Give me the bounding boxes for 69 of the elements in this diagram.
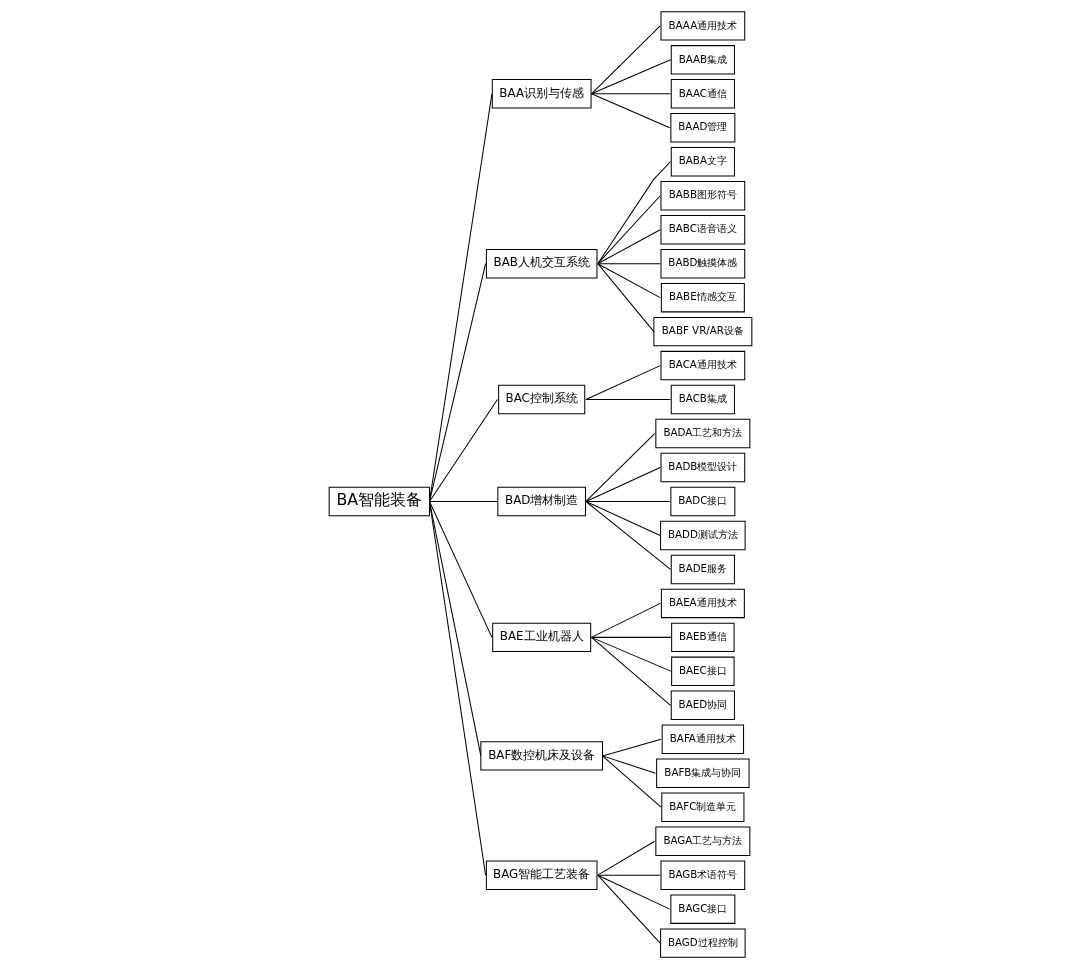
node-box: BAEB通信 xyxy=(670,622,735,653)
node-box: BABD触摸体感 xyxy=(659,248,745,279)
node-box: BAG智能工艺装备 xyxy=(485,860,597,890)
node-box: BAAC通信 xyxy=(670,79,735,109)
node-box: BAA识别与传感 xyxy=(491,79,592,109)
node-box: BABE情感交互 xyxy=(660,282,745,313)
connector xyxy=(601,755,661,808)
connector xyxy=(428,263,486,502)
connector xyxy=(596,161,671,265)
connector xyxy=(428,399,498,502)
node-box: BAFB集成与协同 xyxy=(655,758,750,788)
node-box: BAEA通用技术 xyxy=(660,588,745,619)
connector xyxy=(590,25,661,95)
node-box: BACA通用技术 xyxy=(659,350,745,381)
connector xyxy=(601,738,661,757)
node-box: BACB集成 xyxy=(670,384,735,415)
node-box: BAGB术语符号 xyxy=(659,860,745,890)
connector xyxy=(584,500,661,536)
node-box: BAF数控机床及设备 xyxy=(479,741,603,771)
node-box: BAFC制造单元 xyxy=(660,792,744,822)
node-box: BAED协同 xyxy=(670,690,735,721)
connector xyxy=(428,500,498,502)
connector xyxy=(584,365,661,401)
node-box: BAB人机交互系统 xyxy=(485,248,597,279)
node-box: BABF VR/AR设备 xyxy=(652,316,752,347)
node-box: BABB图形符号 xyxy=(659,181,745,211)
node-box: BA智能装备 xyxy=(328,486,430,517)
connector xyxy=(590,602,661,638)
connector xyxy=(590,59,671,95)
connector xyxy=(596,263,661,299)
node-box: BAAB集成 xyxy=(670,45,735,75)
node-box: BABA文字 xyxy=(670,147,735,177)
connector xyxy=(428,93,492,502)
connector xyxy=(596,263,654,333)
connector xyxy=(584,467,661,502)
connector xyxy=(590,636,671,706)
connector xyxy=(584,500,671,570)
node-box: BAD增材制造 xyxy=(496,486,586,517)
node-box: BAGD过程控制 xyxy=(659,928,746,958)
connector xyxy=(428,500,492,638)
connector xyxy=(590,636,672,638)
connector xyxy=(601,755,656,774)
node-box: BAAA通用技术 xyxy=(659,11,745,41)
node-box: BADA工艺和方法 xyxy=(654,418,750,449)
connector xyxy=(428,500,486,876)
connector xyxy=(596,195,661,265)
node-box: BADC接口 xyxy=(669,486,735,517)
node-box: BABC语音语义 xyxy=(659,214,745,245)
node-box: BAAD管理 xyxy=(669,113,735,143)
connector xyxy=(596,229,661,265)
connector xyxy=(596,874,670,910)
node-box: BADE服务 xyxy=(670,554,735,585)
connector xyxy=(596,840,655,876)
node-box: BAGC接口 xyxy=(669,894,735,924)
connector xyxy=(596,263,661,265)
connector xyxy=(590,93,670,129)
node-box: BAGA工艺与方法 xyxy=(654,826,750,856)
node-box: BAC控制系统 xyxy=(497,384,585,415)
node-box: BADB模型设计 xyxy=(659,452,745,483)
node-box: BAE工业机器人 xyxy=(491,622,591,653)
node-box: BADD测试方法 xyxy=(659,520,746,551)
connector xyxy=(596,874,661,944)
node-box: BAFA通用技术 xyxy=(661,724,744,755)
connector xyxy=(584,399,671,401)
connector xyxy=(584,433,655,502)
connector xyxy=(590,93,671,95)
connector xyxy=(590,636,672,672)
node-box: BAEC接口 xyxy=(670,656,735,687)
connector xyxy=(428,500,481,757)
